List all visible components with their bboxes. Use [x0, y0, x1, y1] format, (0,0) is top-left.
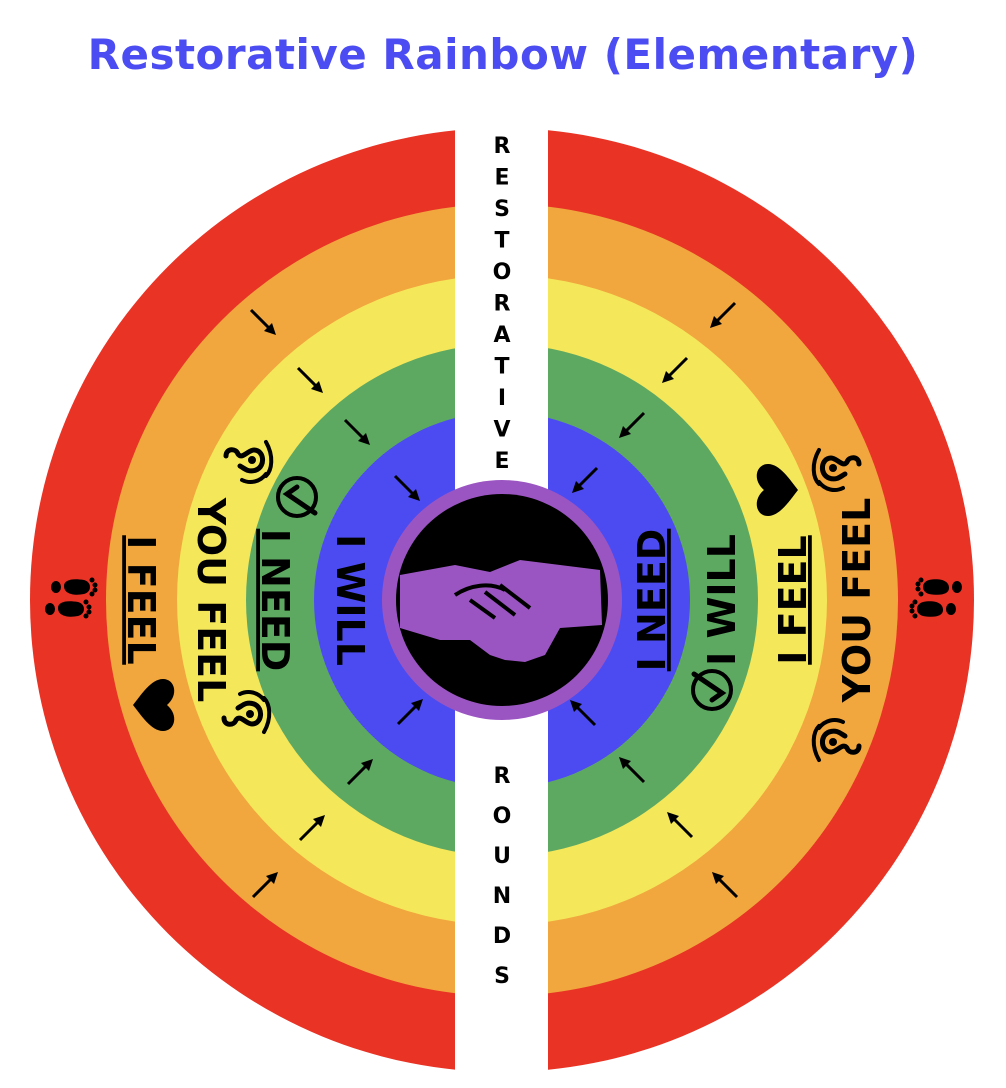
left-you-feel: YOU FEEL	[189, 497, 233, 703]
handshake-medallion	[382, 480, 622, 720]
vertical-letter: S	[494, 964, 510, 989]
vertical-letter: E	[494, 449, 509, 474]
handshake-icon	[400, 560, 602, 662]
page-title: Restorative Rainbow (Elementary)	[87, 30, 919, 79]
right-i-feel: I FEEL	[771, 535, 815, 664]
vertical-letter: R	[494, 134, 511, 159]
vertical-letter: A	[493, 323, 510, 348]
right-i-will: I WILL	[700, 534, 744, 666]
left-i-feel: I FEEL	[119, 535, 163, 664]
vertical-letter: O	[493, 260, 512, 285]
vertical-letter: I	[498, 386, 506, 411]
vertical-letter: E	[494, 166, 509, 191]
vertical-letter: S	[494, 197, 510, 222]
vertical-letter: U	[493, 844, 511, 869]
vertical-letter: R	[494, 292, 511, 317]
vertical-letter: N	[493, 884, 511, 909]
vertical-letter: T	[494, 229, 509, 254]
right-you-feel: YOU FEEL	[835, 498, 879, 704]
left-i-need: I NEED	[253, 529, 297, 672]
vertical-letter: D	[493, 924, 511, 949]
left-i-will: I WILL	[328, 534, 372, 666]
right-i-need: I NEED	[630, 529, 674, 672]
vertical-letter: O	[493, 804, 512, 829]
vertical-letter: T	[494, 355, 509, 380]
vertical-letter: R	[494, 764, 511, 789]
vertical-letter: V	[493, 418, 510, 443]
